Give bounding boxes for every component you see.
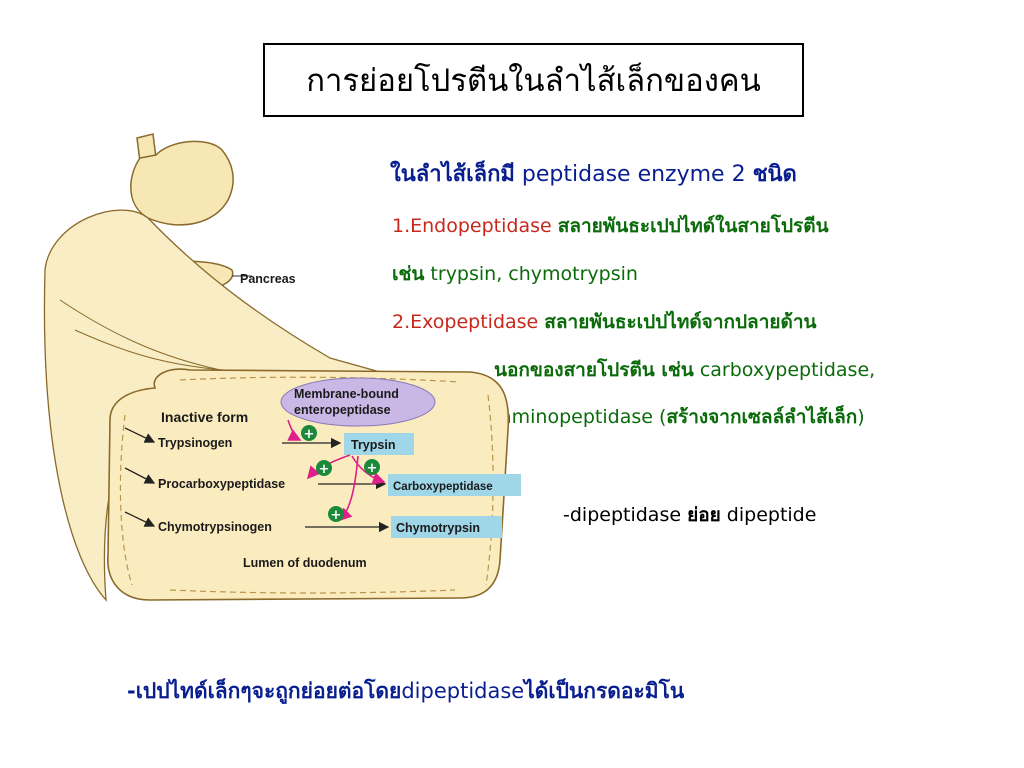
- pancreas-label: Pancreas: [240, 272, 296, 286]
- exopeptidase-desc: สลายพันธะเปปไทด์จากปลายด้าน: [544, 311, 817, 333]
- trypsin-box: [344, 433, 414, 455]
- stomach: [130, 140, 234, 226]
- plus-icon: +: [316, 460, 332, 477]
- plus-sign: +: [367, 461, 378, 476]
- dipeptidase-line: -dipeptidase ย่อย dipeptide: [563, 500, 816, 530]
- carboxypeptidase-box: [388, 474, 521, 496]
- dipeptidase-thai: ย่อย: [687, 504, 721, 526]
- endopeptidase-desc: สลายพันธะเปปไทด์ในสายโปรตีน: [557, 215, 829, 237]
- endopeptidase-examples: เช่น trypsin, chymotrypsin: [392, 259, 638, 289]
- zymogen-chymotrypsinogen: Chymotrypsinogen: [158, 520, 272, 534]
- inflow-arrow-3: [124, 511, 156, 527]
- active-carboxypeptidase: Carboxypeptidase: [393, 481, 493, 493]
- heading-thai: ในลำไส้เล็กมี: [390, 162, 515, 187]
- membrane-enteropeptidase: [280, 377, 436, 427]
- summary-line: -เปปไทด์เล็กๆจะถูกย่อยต่อโดยdipeptidaseไ…: [127, 675, 684, 708]
- chymotrypsin-box: [391, 516, 502, 538]
- zymogen-trypsinogen: Trypsinogen: [158, 436, 232, 450]
- lumen-label: Lumen of duodenum: [243, 556, 367, 570]
- active-chymotrypsin: Chymotrypsin: [396, 521, 480, 535]
- inactive-form-label: Inactive form: [161, 409, 248, 425]
- exopeptidase-line: 2.Exopeptidase สลายพันธะเปปไทด์จากปลายด้…: [392, 307, 817, 337]
- exopeptidase-label: 2.Exopeptidase: [392, 311, 545, 333]
- heading-eng: peptidase enzyme 2: [514, 162, 753, 187]
- summary-a: -เปปไทด์เล็กๆจะถูกย่อยต่อโดย: [127, 679, 402, 703]
- endopeptidase-line: 1.Endopeptidase สลายพันธะเปปไทด์ในสายโปร…: [392, 211, 829, 241]
- duodenum: [107, 368, 510, 601]
- exo-line2-thai: นอกของสายโปรตีน เช่น: [494, 359, 694, 381]
- membrane-label-1: Membrane-bound: [294, 387, 399, 401]
- exopeptidase-line-3: aminopeptidase (สร้างจากเซลล์ลำไส้เล็ก): [500, 402, 865, 432]
- plus-sign: +: [304, 427, 315, 442]
- inflow-arrow-1: [124, 427, 156, 443]
- exo-line3-eng: aminopeptidase (: [500, 406, 667, 428]
- endo-examples-eng: trypsin, chymotrypsin: [424, 263, 638, 285]
- plus-sign: +: [319, 462, 330, 477]
- endopeptidase-label: 1.Endopeptidase: [392, 215, 558, 237]
- membrane-label-2: enteropeptidase: [294, 403, 391, 417]
- active-trypsin: Trypsin: [351, 438, 395, 452]
- zymogen-procarboxypeptidase: Procarboxypeptidase: [158, 477, 285, 491]
- heading-thai-2: ชนิด: [752, 162, 797, 187]
- plus-icon: +: [328, 506, 344, 523]
- dipeptidase-b: dipeptide: [720, 504, 817, 526]
- summary-b: dipeptidase: [401, 679, 525, 703]
- plus-sign: +: [331, 508, 342, 523]
- exopeptidase-line-2: นอกของสายโปรตีน เช่น carboxypeptidase,: [494, 355, 875, 385]
- endo-examples-thai: เช่น: [392, 263, 425, 285]
- activation-arrow-enteropeptidase: [287, 419, 302, 441]
- dipeptidase-a: -dipeptidase: [563, 504, 688, 526]
- exo-line2-eng: carboxypeptidase,: [693, 359, 876, 381]
- title: การย่อยโปรตีนในลำไส้เล็กของคน: [263, 43, 804, 117]
- duct-1: [59, 299, 231, 373]
- exo-line3-thai: สร้างจากเซลล์ลำไส้เล็ก: [666, 406, 858, 428]
- plus-icon: +: [301, 425, 317, 442]
- plus-icon: +: [364, 459, 380, 476]
- inflow-arrow-2: [124, 467, 156, 484]
- heading-line: ในลำไส้เล็กมี peptidase enzyme 2 ชนิด: [390, 156, 797, 191]
- exo-line3-close: ): [857, 406, 865, 428]
- summary-c: ได้เป็นกรดอะมิโน: [524, 679, 685, 703]
